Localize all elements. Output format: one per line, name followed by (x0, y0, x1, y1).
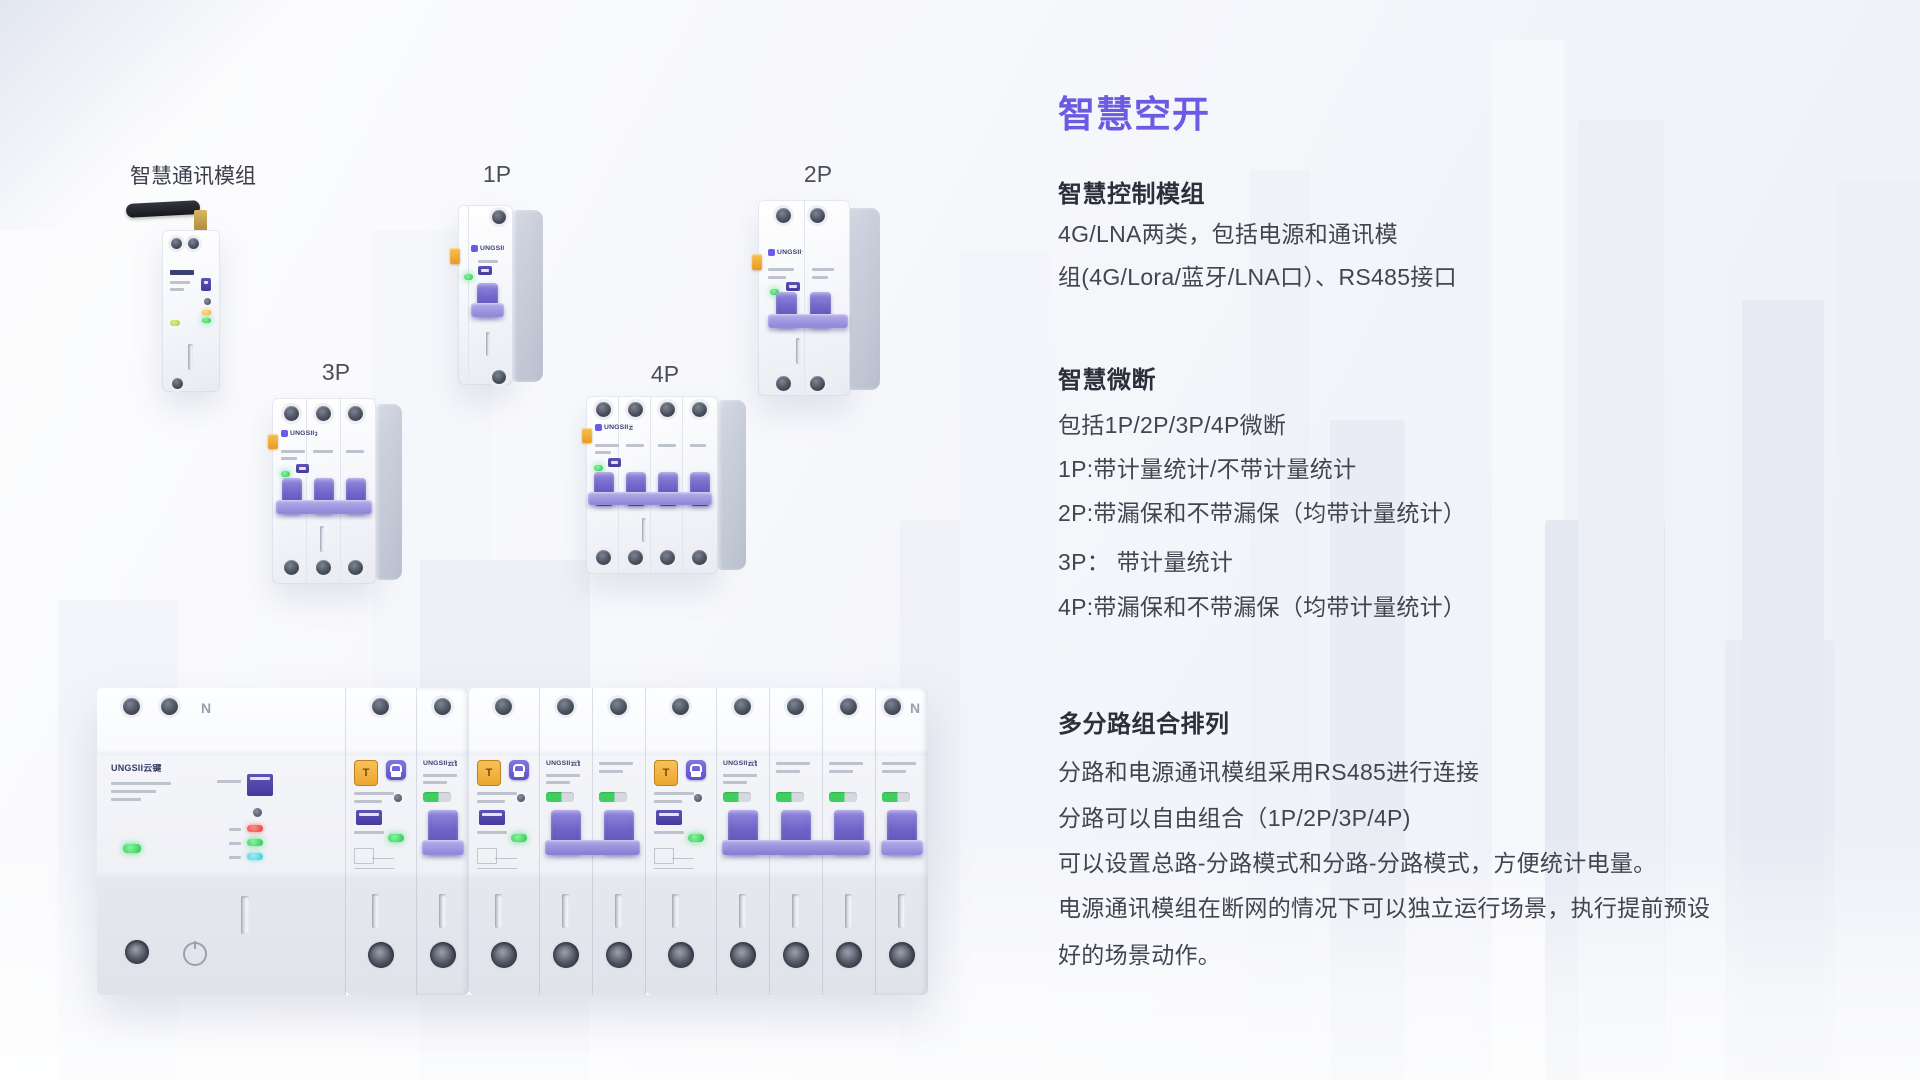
neutral-label: N (910, 700, 921, 716)
breaker-4p-image: UNGSII云键 (582, 392, 750, 578)
label-2p: 2P (803, 161, 833, 187)
assembly-meter-pole: T (469, 688, 540, 995)
led-red (247, 825, 263, 832)
test-button: T (477, 760, 501, 786)
assembly-image: N UNGSII云键 T (97, 688, 928, 995)
assembly-group-3p: T UNGSII云键 (646, 688, 876, 995)
test-tab (450, 248, 460, 264)
led-status (123, 844, 141, 853)
power-icon (183, 942, 207, 966)
breaker-2p-image: UNGSII云键 (752, 196, 880, 400)
section-line: 电源通讯模组在断网的情况下可以独立运行场景，执行提前预设 (1058, 895, 1711, 921)
comm-module-label: 智慧通讯模组 (130, 165, 256, 188)
comm-module-image (124, 194, 228, 398)
section-line: 4G/LNA两类，包括电源和通讯模 (1058, 221, 1398, 247)
assembly-group-2p: T UNGSII云键 (469, 688, 646, 995)
assembly-neutral-pole: N (876, 688, 928, 995)
breaker-1p-image: UNGSII云键 (450, 198, 545, 390)
section-line: 2P:带漏保和不带漏保（均带计量统计） (1058, 500, 1467, 526)
test-tab (582, 428, 592, 443)
page-title: 智慧空开 (1058, 94, 1210, 135)
brand-text: UNGSII云键 (111, 764, 162, 773)
section-line: 包括1P/2P/3P/4P微断 (1058, 412, 1287, 438)
led-green (247, 839, 263, 846)
lock-icon (686, 760, 706, 780)
section-heading-multi-branch: 多分路组合排列 (1058, 711, 1230, 738)
section-line: 可以设置总路-分路模式和分路-分路模式，方便统计电量。 (1058, 850, 1657, 876)
assembly-power-module: N UNGSII云键 (97, 688, 346, 995)
lock-icon (386, 760, 406, 780)
assembly-meter-pole: T (646, 688, 717, 995)
test-button: T (354, 760, 378, 786)
breaker-3p-image: UNGSII云键 (268, 394, 410, 588)
assembly-meter-pole: T (346, 688, 417, 995)
section-line: 4P:带漏保和不带漏保（均带计量统计） (1058, 594, 1467, 620)
antenna-icon (125, 200, 201, 218)
test-tab (752, 254, 762, 270)
section-line: 3P： 带计量统计 (1058, 549, 1234, 575)
assembly-breaker-pole: UNGSII云键 (417, 688, 469, 995)
section-line: 1P:带计量统计/不带计量统计 (1058, 456, 1357, 482)
test-tab (268, 434, 278, 449)
section-line: 分路可以自由组合（1P/2P/3P/4P) (1058, 805, 1411, 831)
section-line: 好的场景动作。 (1058, 942, 1222, 968)
assembly-group-1p: T UNGSII云键 (346, 688, 469, 995)
lock-icon (509, 760, 529, 780)
section-line: 分路和电源通讯模组采用RS485进行连接 (1058, 759, 1480, 785)
label-4p: 4P (650, 361, 680, 387)
section-heading-control-module: 智慧控制模组 (1058, 181, 1205, 208)
label-1p: 1P (482, 161, 512, 187)
neutral-label: N (201, 700, 212, 716)
section-heading-smart-breaker: 智慧微断 (1058, 367, 1156, 394)
test-button: T (654, 760, 678, 786)
section-line: 组(4G/Lora/蓝牙/LNA口）、RS485接口 (1058, 264, 1457, 290)
label-3p: 3P (321, 359, 351, 385)
led-cyan (247, 853, 263, 860)
